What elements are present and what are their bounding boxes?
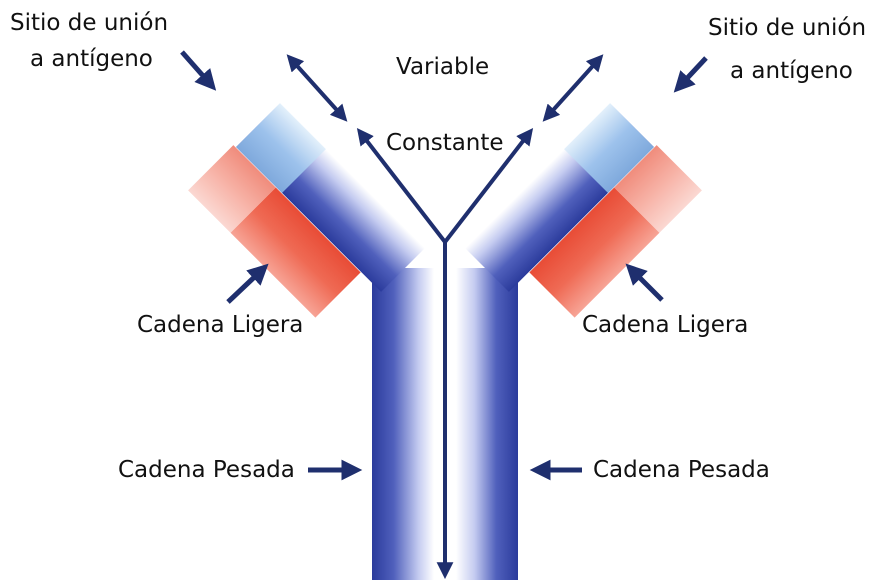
light-chain-label-right: Cadena Ligera [582, 310, 748, 340]
binding-site-arrow-right [678, 58, 706, 88]
variable-label: Variable [396, 52, 489, 82]
light-chain-arrow-left [228, 268, 264, 302]
binding-site-label-left-line2: a antígeno [30, 44, 153, 74]
heavy-chain-stem-left [372, 268, 434, 580]
heavy-chain-label-left: Cadena Pesada [118, 455, 295, 485]
binding-site-arrow-left [182, 52, 212, 86]
variable-region-arrow-left [290, 58, 344, 118]
binding-site-label-right-line2: a antígeno [730, 56, 853, 86]
heavy-chain-stem-right [456, 268, 518, 580]
variable-region-arrow-right [546, 58, 600, 118]
heavy-chain-label-right: Cadena Pesada [593, 455, 770, 485]
binding-site-label-left-line1: Sitio de unión [10, 8, 168, 38]
light-chain-label-left: Cadena Ligera [137, 310, 303, 340]
light-chain-arrow-right [630, 268, 662, 300]
constant-label: Constante [386, 128, 504, 158]
binding-site-label-right-line1: Sitio de unión [708, 13, 866, 43]
